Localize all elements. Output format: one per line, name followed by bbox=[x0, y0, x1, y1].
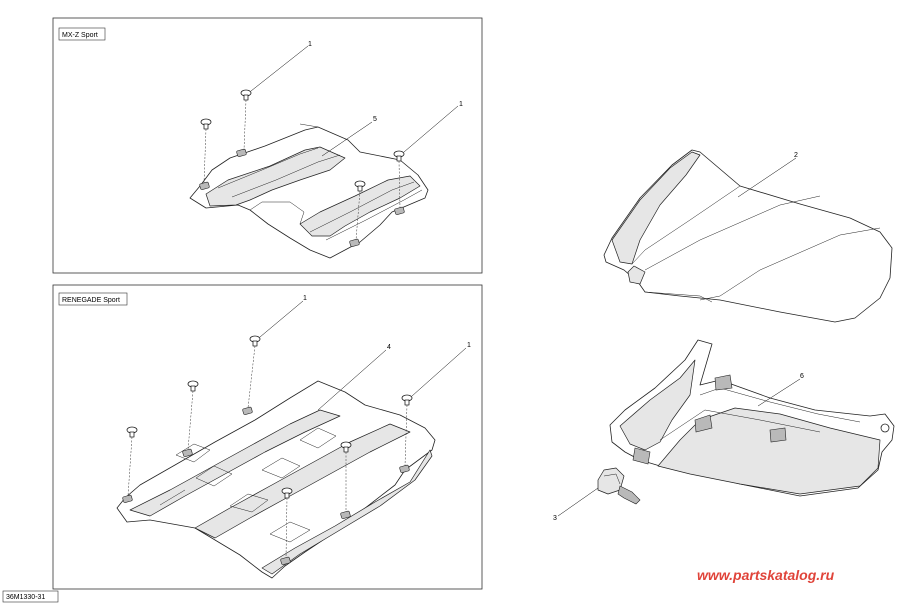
skid-plate-renegade bbox=[116, 380, 436, 579]
callout-fastener: 1 bbox=[459, 101, 463, 108]
callout-skid-plate: 5 bbox=[373, 116, 377, 123]
ignition-key: 3 bbox=[553, 467, 641, 522]
panel-title: RENEGADE Sport bbox=[62, 297, 120, 304]
panel-title-box bbox=[58, 27, 106, 41]
reference-code: 36M1330-31 bbox=[6, 594, 45, 601]
panel-title-box bbox=[58, 292, 128, 306]
panel-frame bbox=[52, 17, 483, 274]
callout-console: 6 bbox=[800, 373, 804, 380]
callout-key: 3 bbox=[553, 515, 557, 522]
panel-title: MX-Z Sport bbox=[62, 32, 98, 39]
callout-fastener: 1 bbox=[303, 295, 307, 302]
panel-frame bbox=[52, 284, 483, 590]
callout-skid-plate: 4 bbox=[387, 344, 391, 351]
fastener-set-renegade bbox=[126, 335, 413, 559]
windshield: 2 bbox=[603, 149, 893, 323]
callout-fastener: 1 bbox=[467, 342, 471, 349]
console: 6 bbox=[609, 339, 895, 497]
panel-mxz-sport: MX-Z Sport bbox=[52, 17, 483, 274]
fastener-set-mxz bbox=[200, 89, 405, 241]
panel-renegade-sport: RENEGADE Sport bbox=[52, 284, 483, 590]
callout-windshield: 2 bbox=[794, 152, 798, 159]
callout-fastener: 1 bbox=[308, 41, 312, 48]
reference-code-box bbox=[2, 590, 59, 603]
watermark: www.partskatalog.ru bbox=[697, 567, 835, 583]
skid-plate-mxz bbox=[189, 123, 429, 259]
